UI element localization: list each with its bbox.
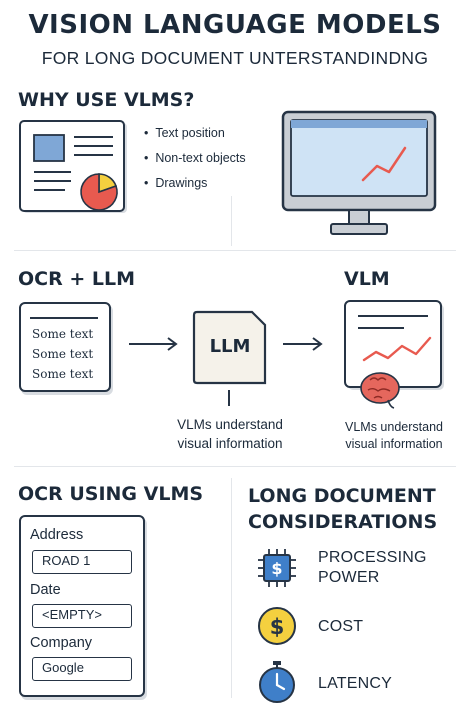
field-label-address: Address [30, 527, 84, 543]
ocr-text-document: Some text Some text Some text [19, 302, 111, 392]
field-label-company: Company [30, 635, 93, 651]
document-illustration [19, 120, 131, 218]
field-label-date: Date [30, 582, 61, 598]
divider [231, 196, 232, 246]
cpu-dollar-icon: $ [256, 547, 298, 589]
consideration-label-latency: LATENCY [318, 675, 393, 692]
consideration-label-processing-power: PROCESSING POWER [318, 548, 427, 588]
company-field[interactable]: Google [32, 657, 132, 681]
consideration-label-cost: COST [318, 618, 364, 635]
why-bullet-item: • Non-text objects [144, 151, 246, 165]
considerations-heading-line: CONSIDERATIONS [248, 511, 438, 533]
llm-box: LLM [192, 310, 268, 386]
form-card: Address ROAD 1 Date <EMPTY> Company Goog… [19, 515, 145, 697]
divider [14, 466, 456, 467]
consideration-label-line: POWER [318, 569, 380, 586]
brain-icon [360, 372, 400, 409]
document-text-line: Some text [32, 327, 94, 341]
arrow-right-icon [128, 336, 180, 357]
ocr-llm-heading: OCR + LLM [18, 268, 135, 290]
svg-text:$: $ [270, 615, 285, 639]
ocr-vlms-heading: OCR USING VLMS [18, 483, 204, 505]
caption-line: visual information [345, 437, 443, 451]
dollar-coin-icon: $ [257, 606, 297, 646]
considerations-heading: LONG DOCUMENT CONSIDERATIONS [248, 483, 437, 535]
considerations-heading-line: LONG DOCUMENT [248, 485, 436, 507]
why-bullet-item: • Drawings [144, 176, 208, 190]
why-heading: WHY USE VLMS? [18, 89, 195, 111]
vlm-document-illustration [344, 300, 448, 416]
caption-line: visual information [177, 436, 283, 451]
divider [231, 478, 232, 698]
caption-line: VLMs understand [177, 417, 283, 432]
llm-label: LLM [209, 336, 251, 357]
arrow-right-icon [282, 336, 324, 357]
svg-text:$: $ [271, 559, 282, 578]
page-subtitle: FOR LONG DOCUMENT UNTERSTANDINDNG [41, 48, 429, 68]
address-field[interactable]: ROAD 1 [32, 550, 132, 574]
caption-line: VLMs understand [345, 420, 443, 434]
pie-chart-icon [80, 173, 118, 211]
document-text-line: Some text [32, 367, 94, 381]
divider [14, 250, 456, 251]
caption-left: VLMs understand visual information [160, 415, 300, 453]
vlm-heading: VLM [344, 268, 390, 290]
document-header-line [30, 317, 98, 319]
page-title: VISION LANGUAGE MODELS [28, 10, 442, 40]
caption-right: VLMs understand visual information [326, 419, 462, 453]
date-field[interactable]: <EMPTY> [32, 604, 132, 628]
consideration-label-line: PROCESSING [318, 549, 427, 566]
stopwatch-icon [257, 660, 297, 704]
connector-line [228, 390, 230, 406]
monitor-icon [279, 108, 439, 240]
document-text-line: Some text [32, 347, 94, 361]
why-bullet-item: • Text position [144, 126, 225, 140]
